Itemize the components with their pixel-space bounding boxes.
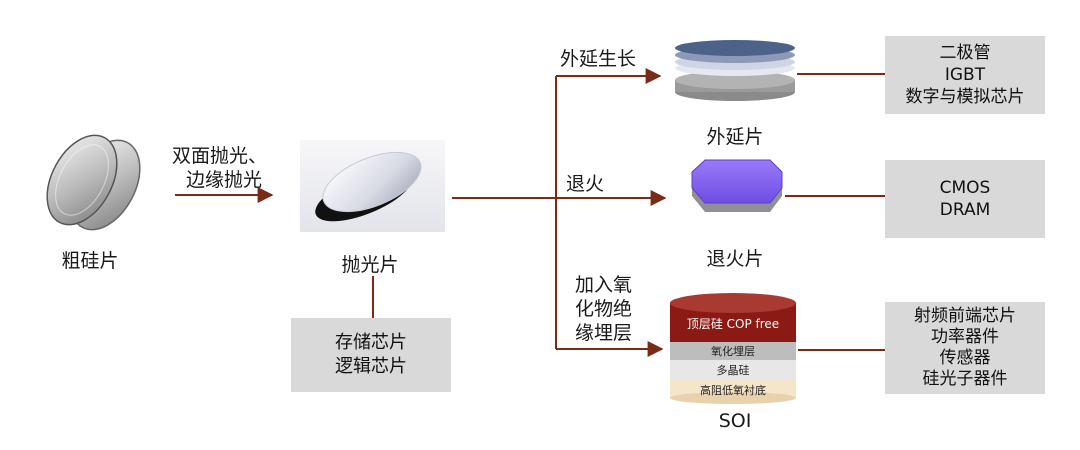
polished-wafer-image — [300, 140, 445, 232]
process-polish-line2: 边缘抛光 — [186, 169, 263, 191]
process-epi-label: 外延生长 — [560, 48, 637, 70]
process-soi-line2: 化物绝 — [575, 298, 633, 320]
soi-stack-image — [670, 293, 796, 404]
raw-wafer-image — [46, 134, 141, 231]
app-soi-item: 硅光子器件 — [922, 369, 1008, 389]
app-anneal-item: CMOS — [939, 178, 991, 198]
app-epi-item: 二极管 — [939, 43, 991, 63]
process-soi-line3: 缘埋层 — [575, 322, 633, 344]
soi-layer-top: 顶层硅 COP free — [686, 317, 780, 331]
stage-epi-label: 外延片 — [706, 126, 764, 148]
process-soi-line1: 加入氧 — [575, 274, 633, 296]
app-box-epi: 二极管 IGBT 数字与模拟芯片 — [885, 36, 1045, 114]
process-polish-line1: 双面抛光、 — [172, 145, 268, 167]
app-anneal-item: DRAM — [939, 200, 991, 220]
stage-raw-label: 粗硅片 — [61, 250, 119, 272]
soi-layer-substrate: 高阻低氧衬底 — [700, 384, 766, 397]
app-epi-item: 数字与模拟芯片 — [905, 87, 1025, 107]
app-soi-item: 射频前端芯片 — [914, 306, 1016, 326]
app-box-anneal: CMOS DRAM — [885, 160, 1045, 238]
process-anneal-label: 退火 — [566, 173, 605, 195]
app-polished-item: 存储芯片 — [335, 332, 407, 353]
anneal-wafer-image — [691, 159, 783, 212]
stage-polished-label: 抛光片 — [341, 254, 399, 276]
stage-soi-label: SOI — [718, 410, 752, 432]
soi-layer-oxide: 氧化埋层 — [711, 345, 755, 358]
app-epi-item: IGBT — [944, 65, 986, 85]
app-polished-item: 逻辑芯片 — [335, 356, 407, 377]
connectors — [175, 68, 885, 357]
app-soi-item: 传感器 — [939, 348, 991, 368]
stage-anneal-label: 退火片 — [706, 248, 764, 270]
app-box-polished: 存储芯片 逻辑芯片 — [291, 318, 451, 392]
soi-layer-poly: 多晶硅 — [716, 364, 750, 377]
app-soi-item: 功率器件 — [931, 327, 999, 347]
app-box-soi: 射频前端芯片 功率器件 传感器 硅光子器件 — [885, 302, 1045, 394]
epi-wafer-image — [675, 40, 795, 101]
